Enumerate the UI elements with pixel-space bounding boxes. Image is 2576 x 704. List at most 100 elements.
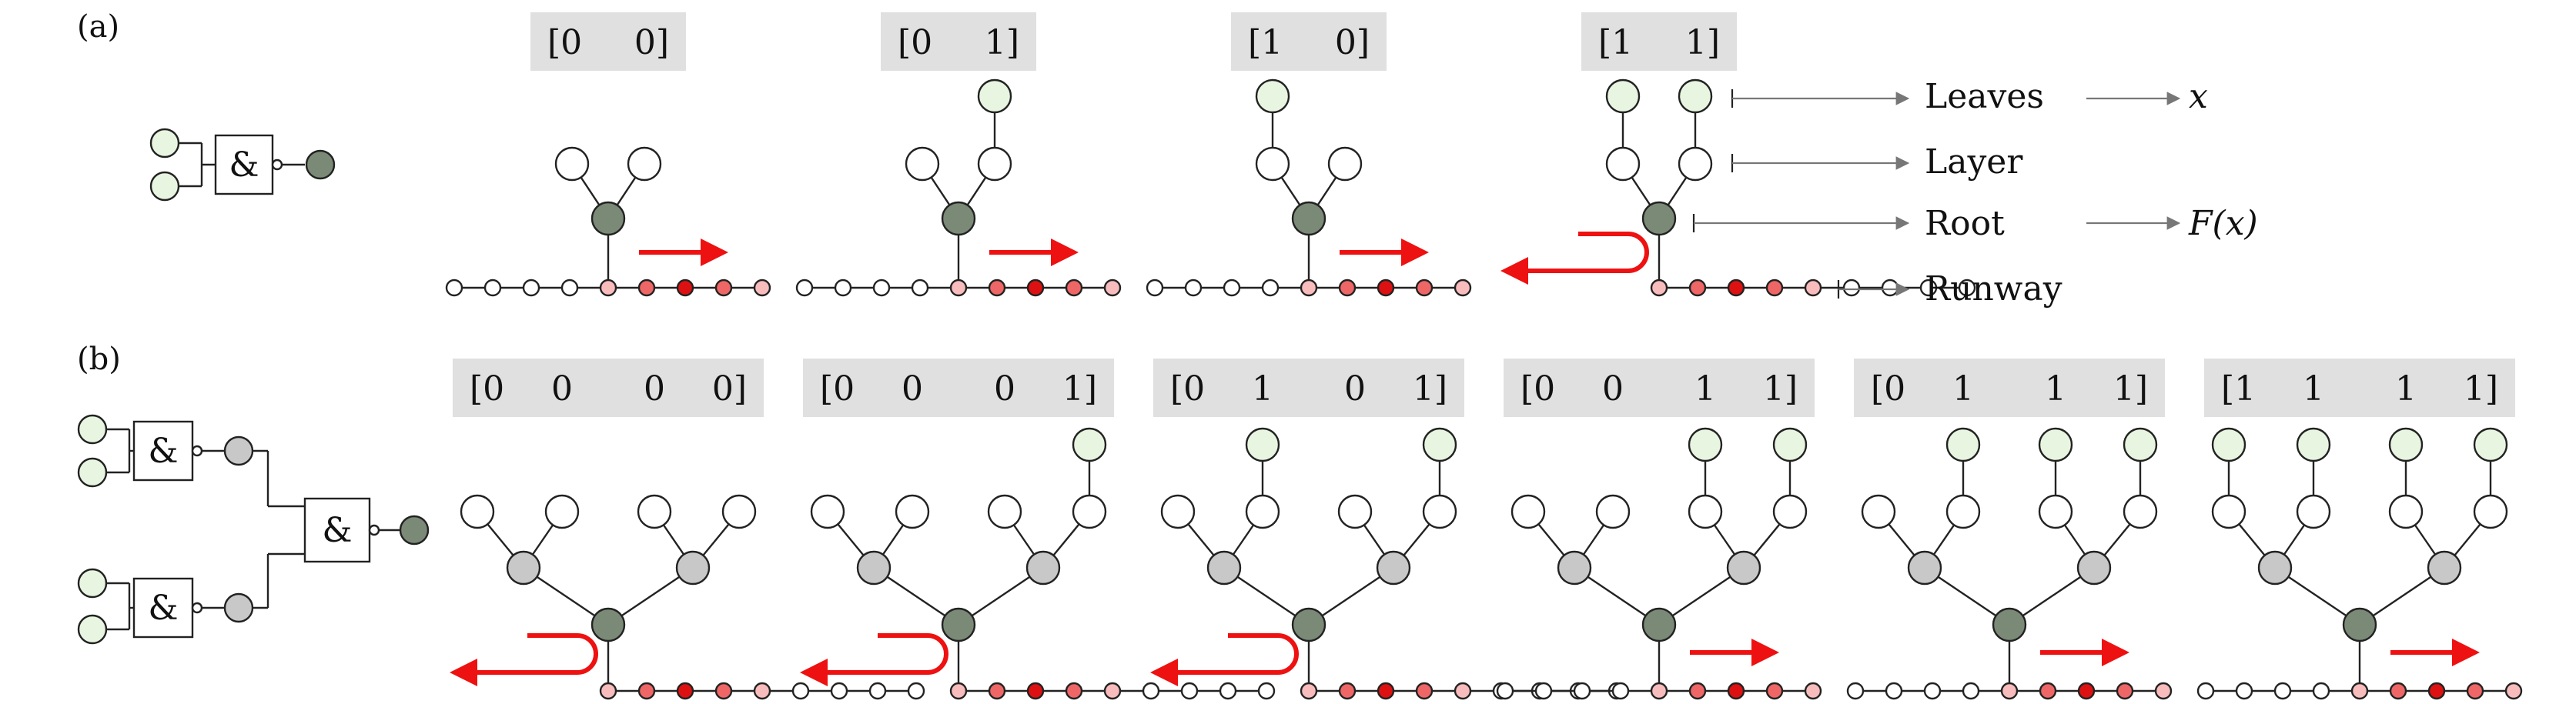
panel-a-runway-node — [1454, 279, 1472, 297]
panel-a-runway-node — [1919, 279, 1938, 297]
layer-node — [1072, 494, 1107, 529]
layer-node — [544, 494, 580, 529]
panel-b-vector-entry: 0 — [644, 369, 665, 409]
root-node — [941, 607, 976, 642]
root-node — [1291, 201, 1326, 236]
intermediate-node — [223, 435, 254, 466]
panel-b-runway-node — [1026, 682, 1045, 700]
panel-a-vector-bg — [1231, 12, 1387, 71]
layer-node — [977, 146, 1012, 182]
root-node — [590, 607, 626, 642]
direction-arrow-uturn — [1150, 633, 1299, 686]
panel-a-runway-node — [676, 279, 694, 297]
gate-box — [303, 497, 371, 563]
panel-a-runway-node — [834, 279, 852, 297]
panel-b-runway-node — [676, 682, 694, 700]
panel-b-vector-entry: 1] — [2113, 369, 2148, 409]
layer-node — [1907, 550, 1942, 586]
panel-b-vector-entry: 1 — [2395, 369, 2417, 409]
panel-b-runway-node — [1142, 682, 1160, 700]
panel-a-runway-node — [1881, 279, 1899, 297]
input-node — [77, 568, 108, 599]
intermediate-node — [223, 592, 254, 623]
panel-a-runway-node — [1261, 279, 1280, 297]
panel-b-runway-node — [2466, 682, 2484, 700]
panel-b-vector-entry: [0 — [470, 369, 504, 409]
layer-node — [1337, 494, 1373, 529]
panel-b-runway-node — [2039, 682, 2057, 700]
panel-a-label: (a) — [77, 9, 119, 45]
panel-b-runway-node — [1885, 682, 1903, 700]
layer-node — [554, 146, 590, 182]
root-node — [1291, 607, 1326, 642]
layer-node — [1510, 494, 1546, 529]
layer-node — [987, 494, 1022, 529]
panel-b-runway-node — [1103, 682, 1122, 700]
panel-b-vector-entry: [0 — [1521, 369, 1555, 409]
panel-b-runway-node — [637, 682, 656, 700]
panel-b-vector-entry: 1] — [1062, 369, 1097, 409]
panel-b-vector-entry: 0 — [1344, 369, 1366, 409]
panel-a-runway-node — [1338, 279, 1357, 297]
leaf-node — [2123, 427, 2158, 462]
layer-node — [2076, 550, 2112, 586]
panel-b-vector-entry: 1 — [2303, 369, 2324, 409]
and-gate: & — [214, 134, 283, 195]
panel-b-vector-bg — [2204, 359, 2515, 417]
input-node — [77, 457, 108, 488]
panel-a-vector-entry: 0] — [1335, 23, 1370, 62]
layer-node — [810, 494, 845, 529]
panel-b-runway-node — [1573, 682, 1591, 700]
layer-node — [1678, 146, 1713, 182]
and-gate: & — [303, 497, 380, 563]
layer-node — [1025, 550, 1061, 586]
panel-b-vector-bg — [453, 359, 764, 417]
layer-node — [905, 146, 940, 182]
panel-b-runway-node — [2116, 682, 2134, 700]
panel-a-runway-node — [483, 279, 502, 297]
layer-node — [460, 494, 495, 529]
panel-b-runway-node — [1180, 682, 1199, 700]
panel-b-runway-node — [2427, 682, 2446, 700]
gate-box — [214, 134, 274, 195]
legend-leaves-label: Leaves — [1925, 77, 2044, 116]
panel-b-runway-node — [949, 682, 968, 700]
output-node — [305, 149, 336, 180]
panel-a-vector-bg — [530, 12, 686, 71]
legend-leaves-value: x — [2189, 77, 2208, 116]
panel-b-vector-entry: 1 — [1952, 369, 1974, 409]
panel-a-vector-entry: [1 — [1248, 23, 1283, 62]
root-node — [590, 201, 626, 236]
panel-b-vector-entry: 0 — [1602, 369, 1624, 409]
panel-b-vector-bg — [1854, 359, 2165, 417]
panel-a-runway-node — [1688, 279, 1707, 297]
leaf-node — [1945, 427, 1981, 462]
gate-symbol: & — [148, 432, 178, 471]
panel-b-runway-node — [2389, 682, 2407, 700]
layer-node — [721, 494, 757, 529]
panel-b-vector-entry: 1] — [1413, 369, 1447, 409]
panel-b-runway-node — [1650, 682, 1668, 700]
logic-gate-schematics: &&&& — [77, 128, 430, 645]
panel-b-runway-node — [907, 682, 925, 700]
panel-a-runway-node — [1804, 279, 1822, 297]
inverter-bubble — [191, 445, 203, 457]
output-node — [399, 515, 430, 546]
leaf-node — [1678, 78, 1713, 114]
panel-a-runway-node — [1223, 279, 1241, 297]
root-node — [1641, 201, 1677, 236]
panel-b-runway-node — [2196, 682, 2215, 700]
panel-a-runway-node — [1727, 279, 1745, 297]
panel-a-tree-3: [1 0] — [1146, 12, 1472, 297]
panel-b-runway-node — [2504, 682, 2523, 700]
panel-b-runway-node — [2312, 682, 2330, 700]
panel-b-vector-entry: 1 — [1694, 369, 1716, 409]
panel-a-runway-node — [949, 279, 968, 297]
panel-b-vector-entry: 1 — [1252, 369, 1273, 409]
input-node — [149, 128, 180, 158]
panel-b-runway-node — [1765, 682, 1784, 700]
